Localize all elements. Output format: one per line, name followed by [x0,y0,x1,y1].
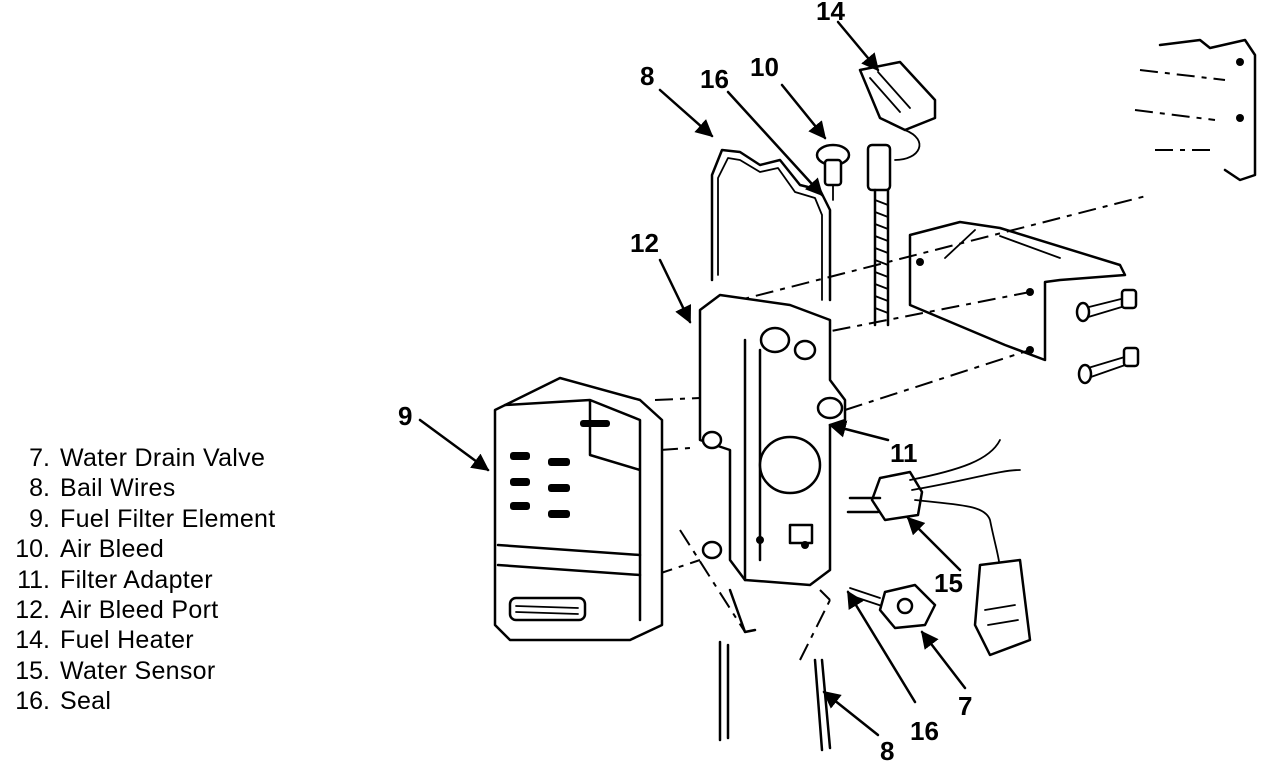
callout-12: 12 [630,228,659,258]
mounting-bracket [908,38,1257,362]
air-bleed [815,143,851,201]
water-sensor [846,439,1032,657]
fuel-filter-element [493,376,664,642]
legend-number: 16. [15,687,50,716]
legend-label: Fuel Filter Element [60,504,276,533]
callout-leaders [418,20,967,737]
water-drain-valve [849,583,937,630]
parts-legend: 7. Water Drain Valve 8. Bail Wires 9. Fuel … [0,443,330,717]
legend-label: Air Bleed Port [60,595,219,624]
legend-number: 12. [15,595,50,624]
legend-number: 7. [29,444,50,472]
legend-number: 9. [29,504,50,533]
fuel-heater [858,60,937,327]
bail-wire-top [710,148,832,302]
callout-11: 11 [890,438,918,468]
legend-number: 8. [29,474,50,503]
legend-number: 11. [17,565,50,594]
callout-10: 10 [750,52,779,82]
callout-16-bottom: 16 [910,716,939,746]
legend-item-14: 14. Fuel Heater [0,625,330,655]
callout-labels: 14 8 16 10 12 9 11 15 7 16 8 [398,0,972,764]
legend-item-7: 7. Water Drain Valve [0,443,330,473]
legend-number: 14. [15,626,50,655]
legend-number: 15. [15,656,50,685]
legend-label: Filter Adapter [60,565,213,594]
legend-item-16: 16. Seal [0,686,330,716]
bail-wire-bottom [718,588,832,752]
legend-label: Water Drain Valve [60,444,266,472]
legend-item-11: 11. Filter Adapter [0,565,330,595]
callout-16-top: 16 [700,64,729,94]
legend-label: Air Bleed [60,535,165,564]
legend-label: Fuel Heater [60,626,194,655]
filter-adapter [698,293,847,587]
legend-label: Bail Wires [60,474,176,503]
legend-item-8: 8. Bail Wires [0,473,330,503]
legend-label: Water Sensor [60,656,216,685]
callout-8-bottom: 8 [880,736,894,764]
legend-number: 10. [15,535,50,564]
legend-label: Seal [60,687,112,716]
callout-15: 15 [934,568,963,598]
legend-item-9: 9. Fuel Filter Element [0,504,330,534]
bracket-bolts [1075,288,1140,385]
legend-item-15: 15. Water Sensor [0,656,330,686]
callout-14: 14 [816,0,845,26]
legend-item-12: 12. Air Bleed Port [0,595,330,625]
callout-9: 9 [398,401,412,431]
callout-7: 7 [958,691,972,721]
callout-8-top: 8 [640,61,654,91]
legend-item-10: 10. Air Bleed [0,534,330,564]
